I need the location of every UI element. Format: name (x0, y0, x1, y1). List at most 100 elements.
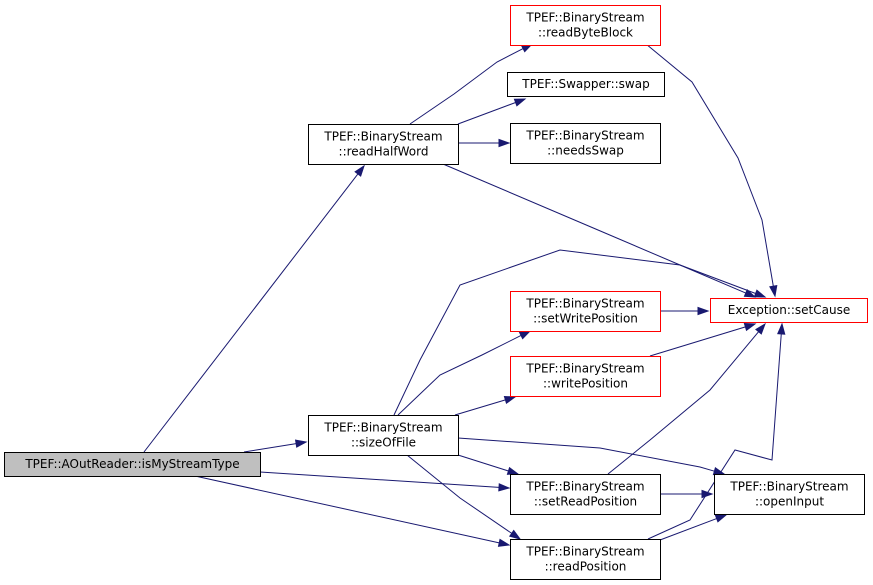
edge-line (607, 331, 759, 475)
node-box (4, 452, 261, 477)
node-isMyStreamType[interactable]: TPEF::AOutReader::isMyStreamType (4, 452, 261, 477)
node-openInput[interactable]: TPEF::BinaryStream::openInput (714, 474, 865, 515)
node-box (507, 72, 665, 97)
edge-line (457, 454, 509, 472)
function-nodes: TPEF::AOutReader::isMyStreamTypeTPEF::Bi… (4, 5, 868, 580)
node-readPosition[interactable]: TPEF::BinaryStream::readPosition (510, 539, 661, 580)
edge-isMyStreamType-to-readHalfWord (143, 164, 365, 453)
node-label-line: ::readByteBlock (538, 26, 633, 40)
arrowhead-icon (697, 306, 710, 316)
edge-sizeOfFile-to-setCause (393, 249, 757, 416)
node-label-line: Exception::setCause (728, 303, 850, 317)
arrowhead-icon (753, 289, 767, 298)
node-box (714, 474, 865, 515)
edge-line (454, 399, 506, 416)
node-writePosition[interactable]: TPEF::BinaryStream::writePosition (510, 356, 661, 397)
edge-line (645, 43, 774, 287)
arrowhead-icon (518, 330, 532, 340)
node-setCause[interactable]: Exception::setCause (710, 298, 868, 323)
node-box (510, 291, 661, 332)
edge-sizeOfFile-to-setReadPosition (457, 454, 520, 475)
edge-line (457, 102, 516, 125)
edge-line (457, 437, 715, 472)
node-box (510, 539, 661, 580)
arrowhead-icon (497, 538, 511, 547)
node-swap[interactable]: TPEF::Swapper::swap (507, 72, 665, 97)
node-label-line: TPEF::BinaryStream (525, 480, 644, 494)
node-label-line: TPEF::BinaryStream (525, 362, 644, 376)
edge-line (659, 518, 717, 541)
edge-sizeOfFile-to-readPosition (406, 454, 522, 540)
node-label-line: ::readHalfWord (339, 145, 429, 159)
edge-line (649, 326, 746, 357)
node-label-line: TPEF::BinaryStream (525, 11, 644, 25)
edge-line (393, 249, 746, 416)
node-label-line: ::needsSwap (547, 144, 624, 158)
edge-isMyStreamType-to-setReadPosition (259, 471, 511, 492)
node-label-line: ::writePosition (543, 377, 628, 391)
node-label-line: ::sizeOfFile (351, 436, 416, 450)
node-label-line: TPEF::BinaryStream (323, 130, 442, 144)
arrowhead-icon (498, 138, 511, 148)
arrowhead-icon (743, 323, 757, 332)
node-label-line: TPEF::BinaryStream (323, 421, 442, 435)
arrowhead-icon (294, 439, 308, 448)
node-label-line: ::readPosition (545, 560, 627, 574)
node-label-line: TPEF::BinaryStream (729, 480, 848, 494)
node-setReadPosition[interactable]: TPEF::BinaryStream::setReadPosition (510, 474, 661, 515)
node-box (510, 356, 661, 397)
edge-setReadPosition-to-openInput (660, 489, 714, 499)
node-label-line: ::setWritePosition (533, 312, 638, 326)
edge-writePosition-to-setCause (649, 323, 757, 357)
arrowhead-icon (743, 289, 757, 298)
node-label-line: TPEF::BinaryStream (525, 129, 644, 143)
edge-readHalfWord-to-needsSwap (458, 138, 511, 148)
arrowhead-icon (755, 322, 766, 335)
node-box (710, 298, 868, 323)
node-label-line: ::openInput (755, 495, 824, 509)
edge-readPosition-to-openInput (659, 514, 728, 541)
arrowhead-icon (777, 322, 786, 335)
edge-isMyStreamType-to-sizeOfFile (243, 439, 308, 453)
edge-line (194, 475, 500, 544)
edge-sizeOfFile-to-writePosition (454, 395, 517, 416)
arrowhead-icon (506, 466, 520, 475)
edge-readPosition-to-setCause (647, 322, 786, 540)
edge-readHalfWord-to-swap (457, 98, 527, 125)
arrowhead-icon (714, 514, 728, 523)
node-readHalfWord[interactable]: TPEF::BinaryStream::readHalfWord (308, 124, 459, 165)
node-setWritePosition[interactable]: TPEF::BinaryStream::setWritePosition (510, 291, 661, 332)
node-label-line: TPEF::BinaryStream (525, 545, 644, 559)
edge-sizeOfFile-to-openInput (457, 437, 726, 476)
edge-line (397, 335, 522, 416)
arrowhead-icon (769, 284, 778, 298)
edge-line (243, 443, 297, 453)
edge-setReadPosition-to-setCause (607, 322, 766, 475)
node-label-line: TPEF::AOutReader::isMyStreamType (24, 457, 239, 471)
node-box (510, 5, 661, 46)
node-box (308, 415, 459, 456)
arrowhead-icon (513, 98, 527, 107)
node-box (510, 123, 661, 164)
edge-setWritePosition-to-setCause (660, 306, 710, 316)
node-label-line: TPEF::Swapper::swap (521, 77, 649, 91)
edge-line (406, 454, 513, 534)
edge-readByteBlock-to-setCause (645, 43, 778, 298)
edge-line (143, 173, 359, 453)
node-box (308, 124, 459, 165)
node-sizeOfFile[interactable]: TPEF::BinaryStream::sizeOfFile (308, 415, 459, 456)
node-needsSwap[interactable]: TPEF::BinaryStream::needsSwap (510, 123, 661, 164)
edge-isMyStreamType-to-readPosition (194, 475, 511, 547)
edge-line (259, 471, 500, 488)
node-label-line: TPEF::BinaryStream (525, 297, 644, 311)
node-box (510, 474, 661, 515)
arrowhead-icon (498, 483, 511, 492)
node-readByteBlock[interactable]: TPEF::BinaryStream::readByteBlock (510, 5, 661, 46)
edge-line (442, 163, 756, 294)
arrowhead-icon (354, 164, 365, 177)
arrowhead-icon (503, 395, 517, 405)
arrowhead-icon (508, 529, 522, 540)
edge-readHalfWord-to-setCause (442, 163, 767, 298)
edge-line (647, 333, 782, 540)
